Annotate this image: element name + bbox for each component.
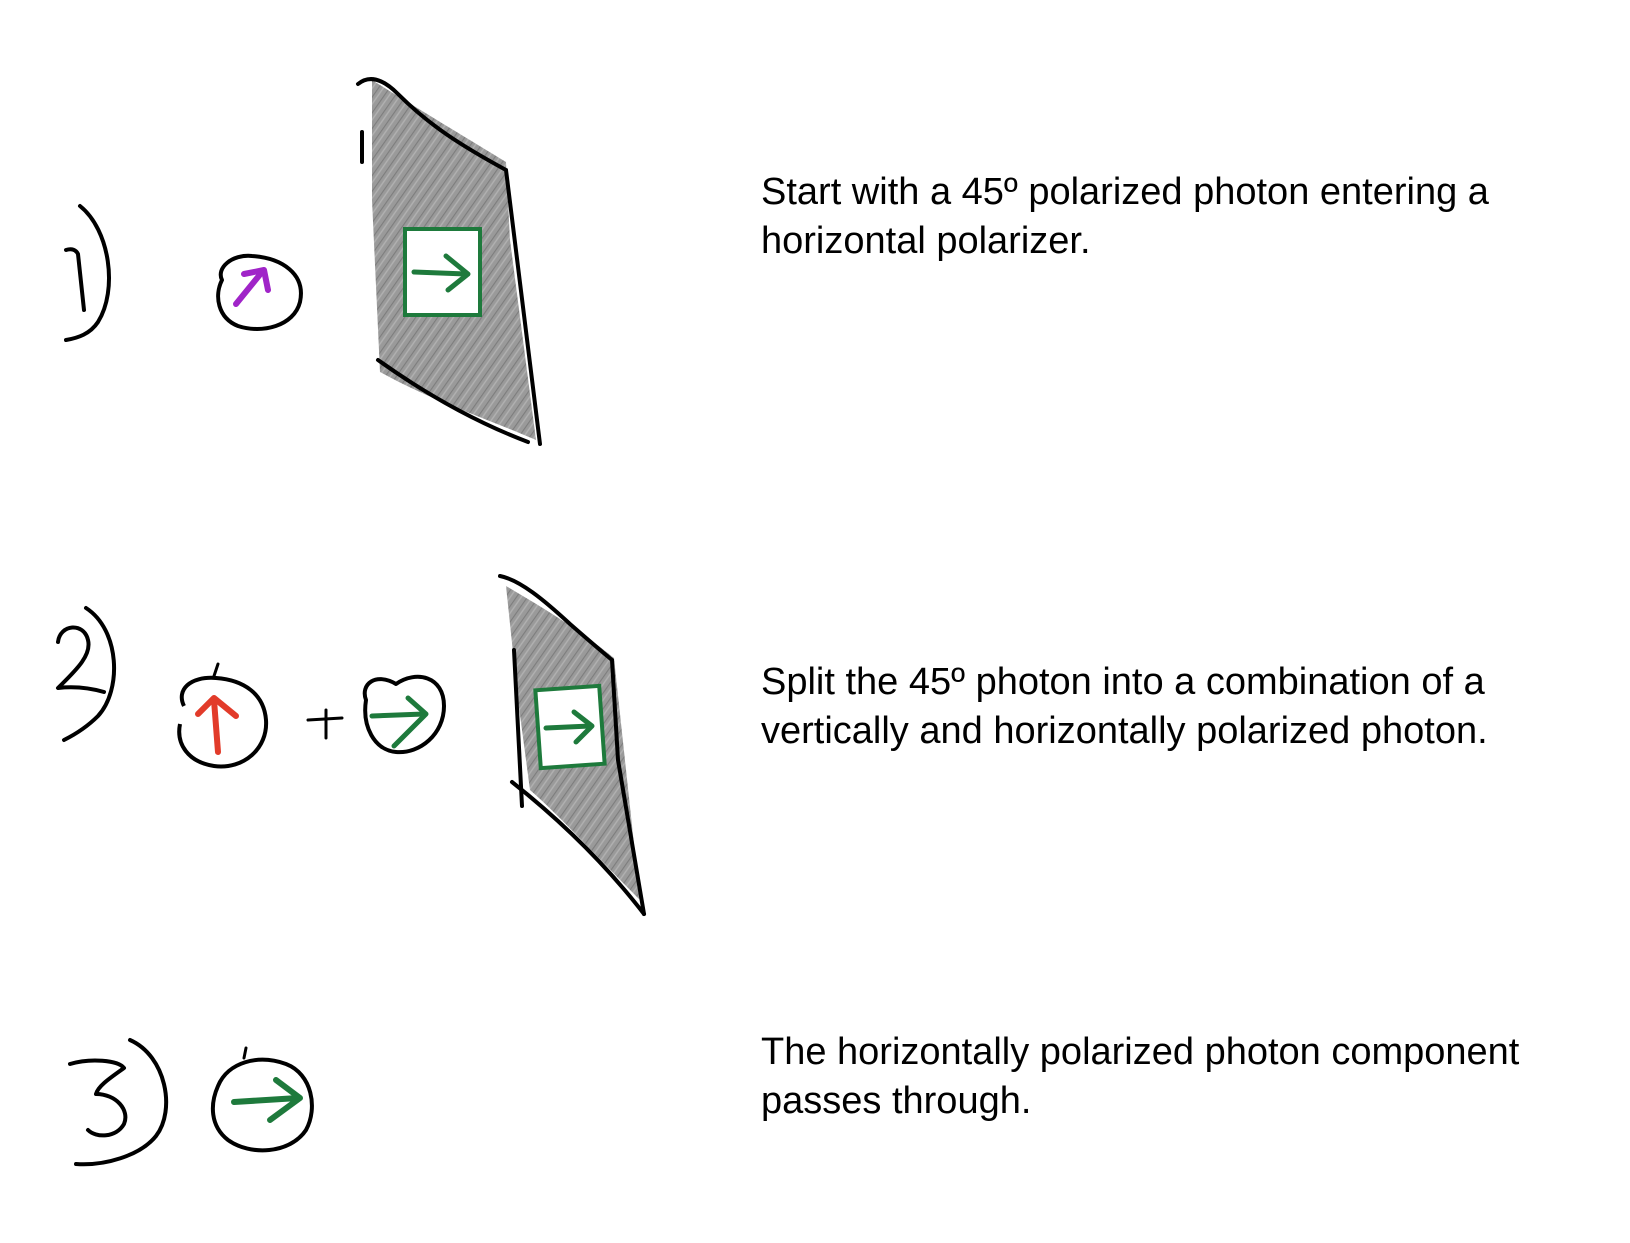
- step-3: [68, 1038, 314, 1167]
- photon-45-circle: [216, 253, 303, 331]
- step-1-caption-line-2: horizontal polarizer.: [761, 220, 1091, 262]
- polarizer-2-outline-left: [512, 648, 524, 808]
- plus-operator: [306, 708, 344, 740]
- horizontal-arrow-icon: [411, 253, 471, 293]
- polarizer-1-outline-top: [356, 77, 542, 446]
- polarizer-2-outline-bottom: [510, 780, 646, 916]
- step-3-label: [68, 1038, 169, 1167]
- photon-vertical-circle: [177, 675, 269, 769]
- horizontal-arrow-icon: [543, 709, 595, 745]
- photon-horizontal-step-2: [362, 674, 446, 755]
- step-2-caption: Split the 45º photon into a combination …: [761, 658, 1601, 756]
- step-2-label: [56, 606, 117, 742]
- step-3-caption-line-2: passes through.: [761, 1080, 1032, 1122]
- polarizer-2-outline-top: [498, 574, 646, 916]
- polarizer-2: [498, 574, 646, 916]
- step-2-caption-line-2: vertically and horizontally polarized ph…: [761, 710, 1488, 752]
- step-1-caption: Start with a 45º polarized photon enteri…: [761, 168, 1601, 266]
- step-1-caption-line-1: Start with a 45º polarized photon enteri…: [761, 171, 1489, 213]
- vertical-arrow-icon: [195, 695, 239, 755]
- photon-horizontal-circle: [362, 674, 446, 755]
- step-3-paren: [74, 1038, 169, 1167]
- polarizer-1-outline-bottom: [376, 358, 530, 444]
- step-3-caption-line-1: The horizontally polarized photon compon…: [761, 1031, 1520, 1073]
- photon-horizontal-step-3: [210, 1046, 314, 1153]
- step-1-label: [64, 204, 111, 342]
- step-1-paren: [64, 204, 111, 342]
- diagonal-arrow-icon: [233, 267, 271, 307]
- horizontal-arrow-icon: [231, 1077, 303, 1123]
- step-2: [56, 574, 646, 916]
- step-3-numeral: [68, 1058, 128, 1138]
- step-2-caption-line-1: Split the 45º photon into a combination …: [761, 661, 1485, 703]
- photon-horizontal-circle: [210, 1057, 314, 1153]
- step-2-paren: [62, 606, 117, 742]
- photon-45-degree: [216, 253, 303, 331]
- step-2-numeral: [56, 625, 106, 694]
- photon-vertical: [177, 662, 269, 769]
- polarizer-1: [356, 77, 542, 446]
- horizontal-arrow-icon: [369, 695, 429, 749]
- step-1-numeral: [64, 247, 86, 312]
- step-3-caption: The horizontally polarized photon compon…: [761, 1028, 1601, 1126]
- step-1: [64, 77, 542, 446]
